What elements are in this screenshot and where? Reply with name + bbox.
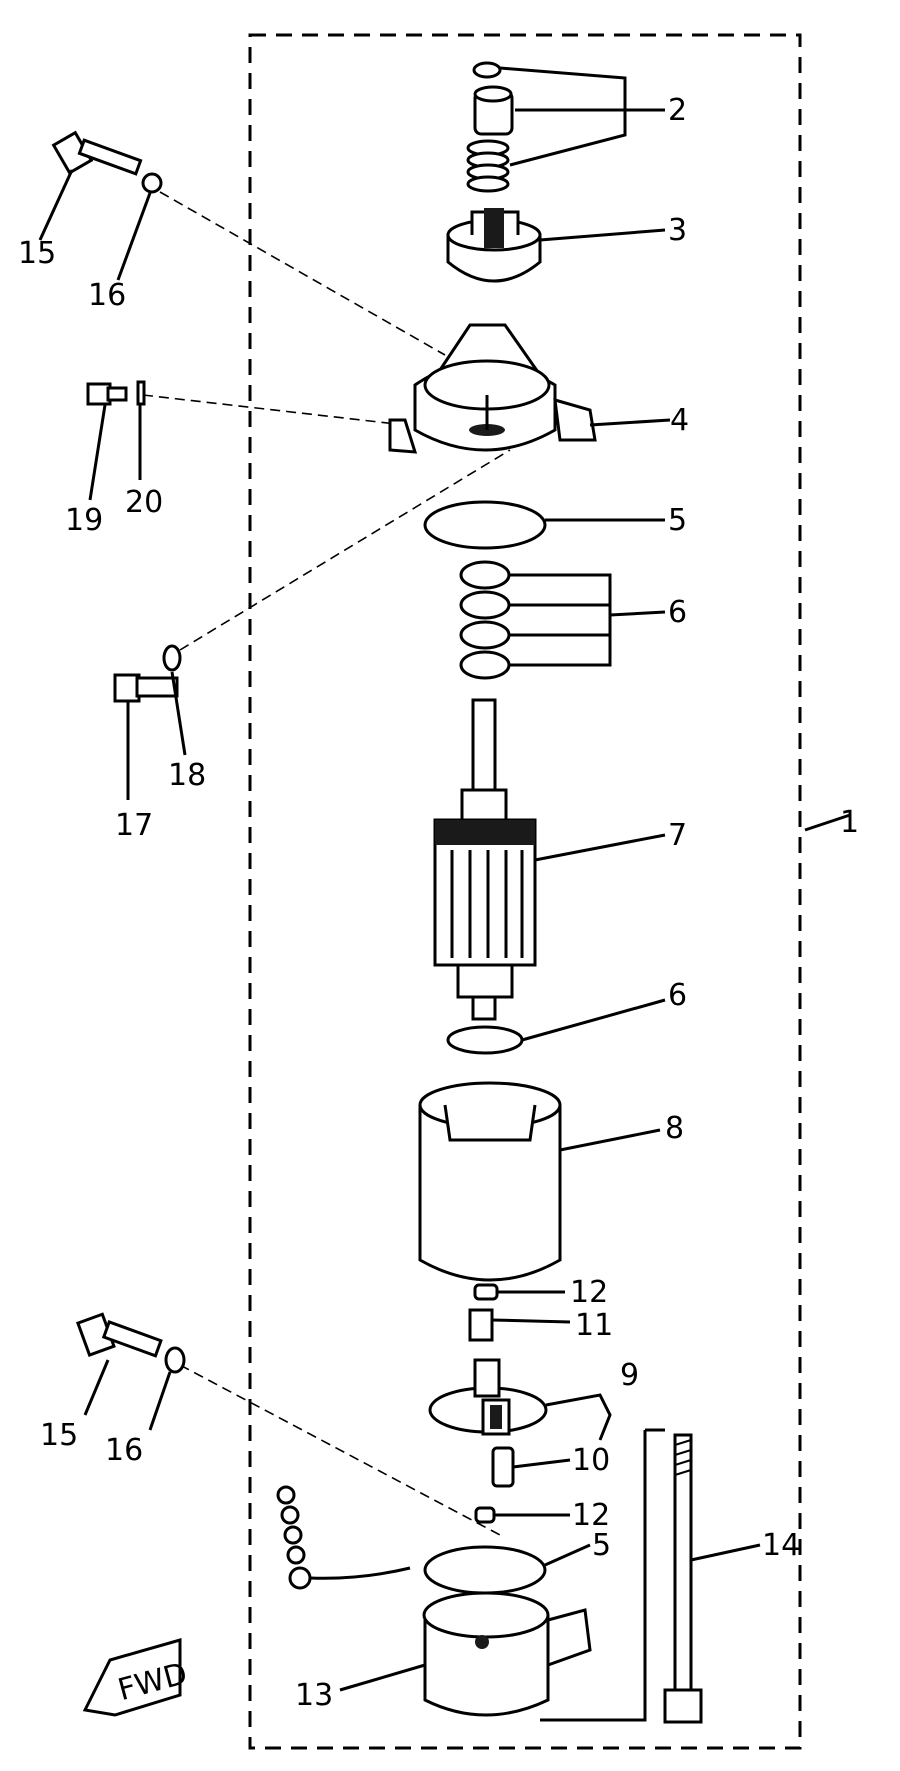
callout-leader-lines (38, 66, 851, 1692)
callout-14: 14 (762, 1528, 800, 1563)
part-13-rear-bracket (422, 1591, 592, 1717)
callout-19: 19 (65, 503, 103, 538)
part-16-washer-lower (164, 1346, 186, 1374)
callout-16-lower: 16 (105, 1433, 143, 1468)
forward-direction-arrow: FWD (82, 1638, 191, 1717)
part-15-bolt-upper (51, 130, 143, 176)
part-5-o-ring-lower (423, 1545, 547, 1595)
part-18-washer (162, 644, 182, 672)
part-12-pin-lower (474, 1506, 496, 1524)
callout-20: 20 (125, 485, 163, 520)
part-19-screw (86, 382, 128, 406)
callout-12-lower: 12 (572, 1498, 610, 1533)
callout-2: 2 (668, 93, 687, 128)
part-4-front-bracket (388, 323, 597, 454)
part-16-washer-upper (141, 172, 163, 194)
part-9-brush-holder (428, 1358, 548, 1436)
callout-15-upper: 15 (18, 236, 56, 271)
callout-13: 13 (295, 1678, 333, 1713)
callout-16-upper: 16 (88, 278, 126, 313)
callout-3: 3 (668, 213, 687, 248)
callout-4: 4 (670, 403, 689, 438)
assembly-guide-lines (142, 191, 511, 1536)
part-17-bolt (113, 673, 179, 703)
part-2-spring-set (466, 61, 514, 193)
callout-18: 18 (168, 758, 206, 793)
part-7-armature (433, 698, 537, 1021)
part-15-bolt-lower (75, 1312, 163, 1358)
callout-17: 17 (115, 808, 153, 843)
part-10-bushing (491, 1446, 515, 1488)
part-6-washer-lower (446, 1025, 524, 1055)
assembly-boundary (248, 33, 802, 1750)
part-12-pin-upper (473, 1283, 499, 1301)
callout-6-upper: 6 (668, 595, 687, 630)
callout-5-upper: 5 (668, 503, 687, 538)
part-6-washer-stack (459, 560, 511, 680)
group-bracket-lines (540, 1428, 665, 1722)
callout-11: 11 (575, 1308, 613, 1343)
callout-6-lower: 6 (668, 978, 687, 1013)
callout-numbers: 1 2 3 4 5 6 7 6 8 12 11 9 10 12 5 14 13 … (18, 93, 859, 1713)
part-8-yoke (418, 1081, 562, 1282)
part-5-o-ring-upper (423, 500, 547, 550)
part-14-through-bolt (663, 1433, 703, 1724)
callout-9: 9 (620, 1358, 639, 1393)
callout-5-lower: 5 (592, 1528, 611, 1563)
part-20-clip (136, 380, 146, 406)
callout-12-upper: 12 (570, 1275, 608, 1310)
callout-15-lower: 15 (40, 1418, 78, 1453)
part-11-brush (468, 1308, 494, 1342)
lead-wire-terminal (276, 1485, 411, 1590)
part-3-pinion-drive (446, 208, 542, 283)
callout-10: 10 (572, 1443, 610, 1478)
callout-8: 8 (665, 1111, 684, 1146)
callout-1: 1 (840, 805, 859, 840)
callout-7: 7 (668, 818, 687, 853)
